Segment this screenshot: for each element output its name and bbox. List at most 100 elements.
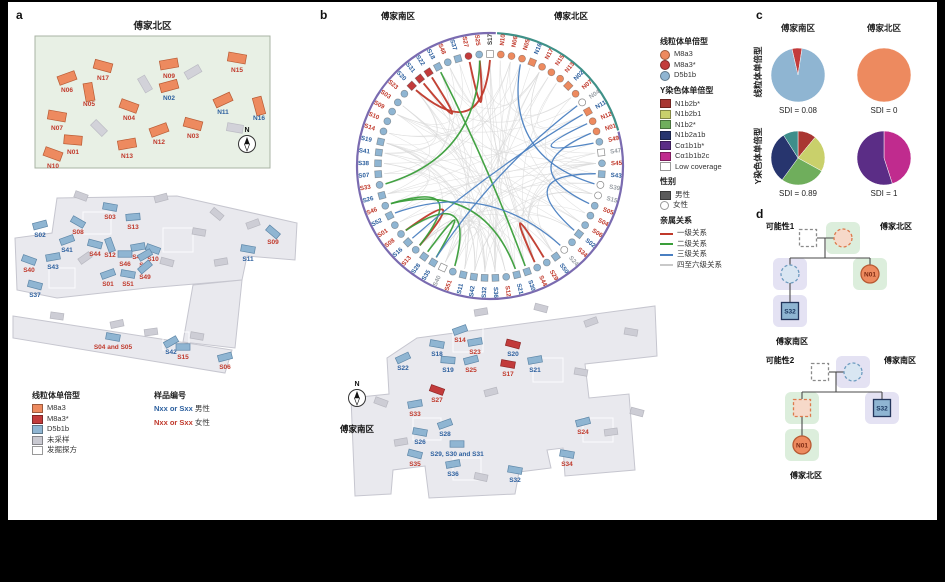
chord-node [550,251,562,262]
legend-label: Cα1b1b* [675,140,705,150]
legend-item: N1b2b* [660,99,756,110]
sdi-value-mito-north: SDI = 0 [870,106,898,115]
sample-label: S14 [454,337,466,344]
chord-node-label: S04 [597,217,610,228]
tomb-rect [213,257,229,267]
kinship-link [422,76,454,115]
tomb-rect [148,122,170,138]
tomb-rect [153,192,169,204]
legend-item: 三级关系 [660,249,756,260]
legend-label: Low coverage [675,161,722,171]
chord-node-label: S44 [537,275,548,288]
south-map-title: 傅家南区 [339,424,375,434]
chord-node-label: S10 [367,111,380,122]
kinship-link [518,219,561,267]
sample-label: S46 [119,261,131,268]
kinship-link [415,59,491,114]
chord-node-label: S18 [425,48,437,61]
sample-label: S33 [409,411,421,418]
chord-node-label: S20 [395,70,408,83]
north-tomb [82,81,96,103]
legend-section-title: Y染色体单倍型 [660,86,714,96]
tomb-rect [125,212,141,222]
tomb-rect [86,238,104,250]
sample-label: S26 [414,439,426,446]
kinship-link [517,64,586,214]
legend-swatch-line-icon [660,232,673,235]
kinship-link [405,208,445,246]
pie-row-label-ychr: Y染色体单倍型 [753,127,763,185]
unsampled-tomb [245,218,261,230]
kinship-link [384,173,428,204]
chord-node [469,272,479,282]
tomb-rect [209,206,225,222]
chord-node-label: S21 [515,283,525,296]
sampled-tomb [394,351,412,365]
chord-node-label: N01 [604,122,617,132]
legend-item: 发掘探方 [32,445,150,457]
chord-node [418,251,430,262]
legend-label: M8a3* [674,59,696,69]
legend-swatch-square-icon [660,162,671,172]
legend-label: 二级关系 [677,238,707,248]
pie-slice [856,130,893,186]
legend-label: M8a3* [47,413,69,423]
kinship-link [384,152,575,231]
legend-swatch-square-icon [660,130,671,140]
kinship-link [440,71,596,154]
kinship-link [394,152,596,214]
chord-node-label: S51 [444,279,454,292]
excavation-square [452,457,482,481]
chord-node [592,127,601,136]
legend-item: M8a3* [32,414,150,425]
kinship-link [399,123,588,223]
tomb-rect [251,95,267,117]
unsampled-tomb [159,256,175,268]
sampled-tomb [26,279,44,291]
legend-label: 一级关系 [677,228,707,238]
sampled-tomb [451,324,469,336]
chord-node-label: N12 [600,110,614,121]
unsampled-tomb [209,206,225,222]
pedigree-label: 可能性1 [766,221,795,231]
chord-node [437,262,448,273]
unsampled-tomb [90,119,108,137]
chord-node-label: N10 [499,33,507,46]
kinship-link [549,163,596,223]
kinship-link [440,71,526,267]
chord-node [590,201,599,210]
tomb-rect [130,242,146,252]
chord-node [491,273,500,282]
sample-label: S17 [502,371,514,378]
chord-node-label: S39 [609,184,622,193]
kinship-link [464,77,549,270]
tomb-rect [429,339,445,349]
chord-node-label: S36 [492,287,500,299]
legend-swatch-line-icon [660,253,673,256]
chord-node-label: S52 [370,217,383,228]
kinship-link [518,222,545,263]
kinship-link [427,219,456,258]
tomb-rect [49,311,65,321]
legend-item: M8a3 [660,49,756,61]
chord-node [486,50,494,58]
excavation-square [48,267,76,289]
tomb-rect [583,316,599,328]
sample-label: S42 [165,349,177,356]
sampled-tomb [125,212,141,222]
chord-node-label: S37 [448,39,458,52]
excavation-square [162,227,194,253]
sampled-tomb [449,440,465,448]
chord-node-label: S12 [503,285,512,297]
tomb-rect [42,146,64,162]
sampled-tomb [265,224,281,240]
sample-label: S01 [102,281,114,288]
kinship-link [412,182,595,239]
kinship-link [527,173,596,263]
kinship-link [415,89,506,271]
chord-node [560,245,569,254]
